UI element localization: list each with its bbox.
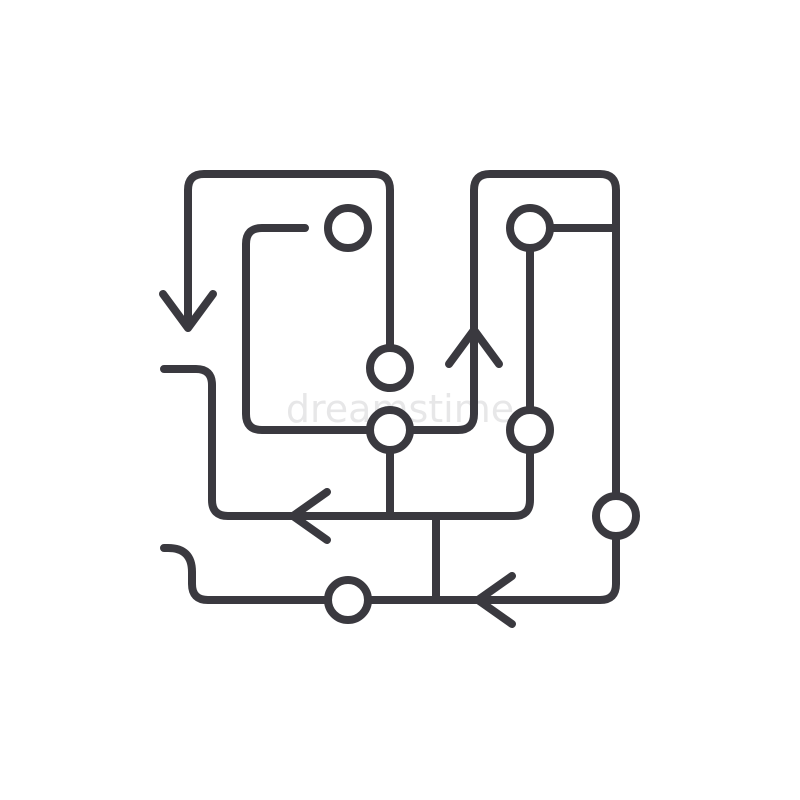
arrow-up-icon bbox=[445, 326, 503, 368]
bottom-flow-wire bbox=[366, 534, 620, 604]
center-to-up-arrow-wire bbox=[406, 170, 620, 500]
node-top-right bbox=[506, 204, 554, 252]
node-left-column bbox=[366, 344, 414, 392]
top-left-loop-wire bbox=[184, 170, 394, 354]
node-top-left bbox=[324, 204, 372, 252]
node-center bbox=[366, 406, 414, 454]
flow-lines bbox=[159, 170, 620, 628]
flow-nodes bbox=[324, 204, 640, 624]
node-right-middle bbox=[506, 406, 554, 454]
inner-left-loop-wire bbox=[242, 224, 374, 434]
arrow-down-left-icon bbox=[159, 290, 217, 332]
node-bottom bbox=[324, 576, 372, 624]
middle-flow-wire bbox=[160, 365, 534, 520]
bottom-entry-wire bbox=[160, 544, 330, 604]
arrow-left-bottom-icon bbox=[474, 572, 516, 628]
node-far-right bbox=[592, 492, 640, 540]
arrow-left-middle-icon bbox=[289, 488, 331, 544]
